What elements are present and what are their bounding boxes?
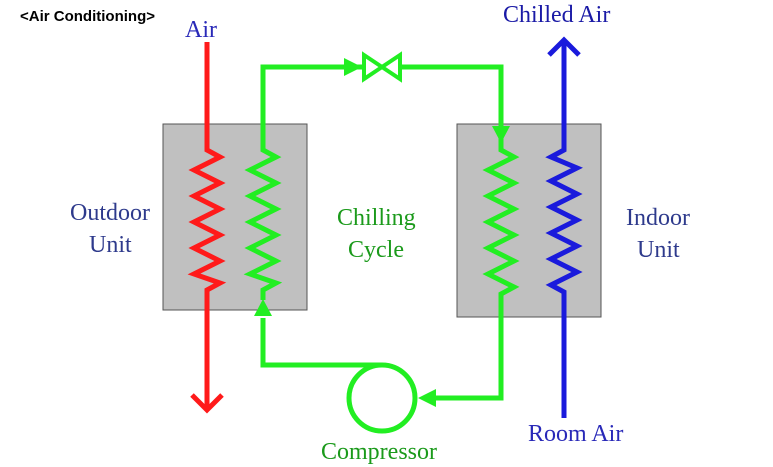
refrigerant-arrow-into-outdoor (254, 299, 272, 316)
outdoor-refrigerant-coil (243, 142, 283, 300)
refrigerant-line-from-compressor (260, 318, 352, 368)
refrigerant-line-from-valve (402, 64, 504, 142)
refrigerant-arrow-into-indoor (492, 126, 510, 143)
outdoor-unit-box (162, 123, 308, 311)
outdoor-air-arrow-head (190, 393, 224, 414)
indoor-air-line-up (545, 40, 583, 300)
refrigerant-circuit (243, 64, 520, 401)
refrigerant-line-to-valve (260, 64, 362, 142)
chilled-air-label: Chilled Air (503, 2, 610, 28)
refrigerant-line-to-compressor (432, 300, 504, 401)
outdoor-unit-label-line1: Outdoor (70, 200, 150, 226)
room-air-label: Room Air (528, 421, 623, 447)
expansion-valve-icon (362, 51, 402, 83)
compressor-icon (346, 362, 418, 434)
outdoor-unit-label-line2: Unit (89, 232, 132, 258)
outdoor-air-coil (187, 142, 227, 410)
compressor-label: Compressor (321, 439, 437, 465)
air-in-label: Air (185, 17, 217, 43)
indoor-air-flow (545, 36, 583, 418)
chilling-cycle-label-line2: Cycle (348, 237, 404, 263)
refrigerant-arrow-into-compressor (418, 389, 436, 407)
diagram-header: <Air Conditioning> (20, 8, 155, 25)
indoor-air-arrow-head (547, 36, 581, 57)
indoor-refrigerant-coil (482, 142, 520, 300)
refrigerant-arrow-into-valve (344, 58, 362, 76)
indoor-unit-label-line1: Indoor (626, 205, 690, 231)
outdoor-air-flow (187, 42, 227, 414)
indoor-unit-label-line2: Unit (637, 237, 680, 263)
chilling-cycle-label-line1: Chilling (337, 205, 416, 231)
